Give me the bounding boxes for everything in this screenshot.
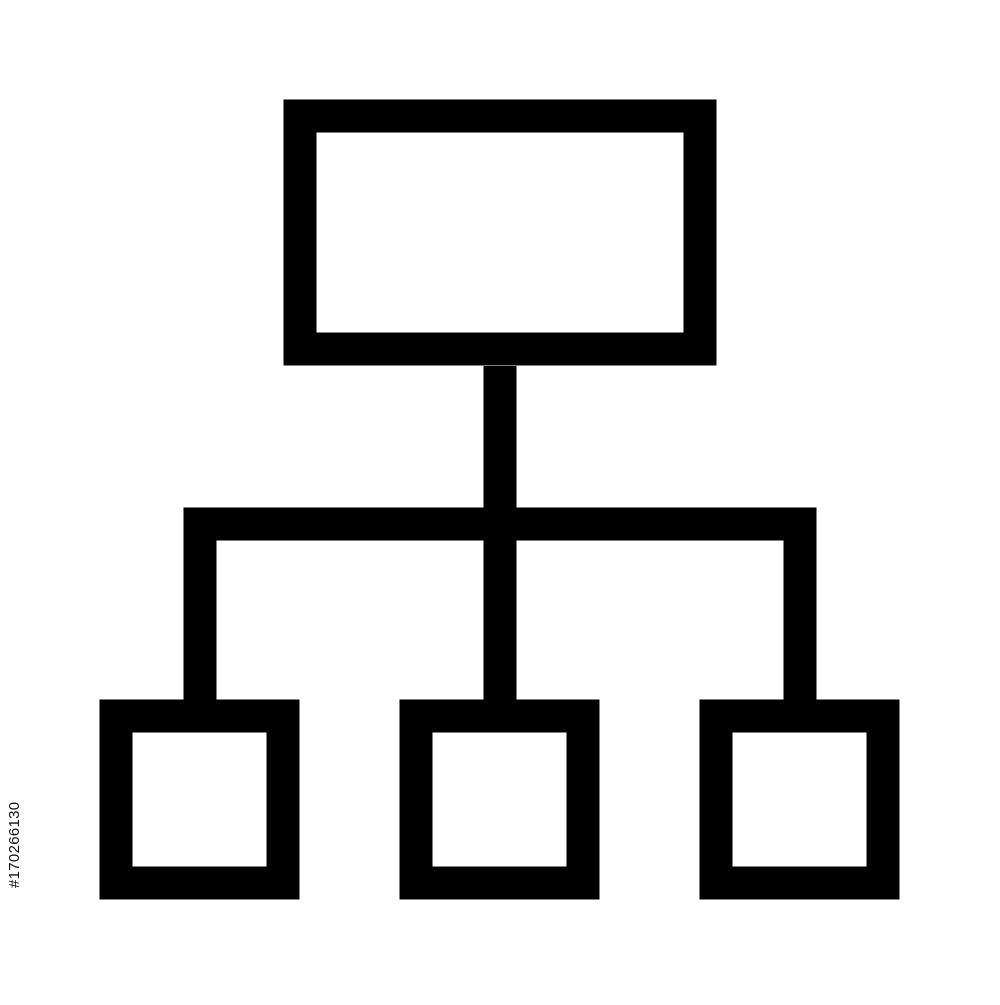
connectors bbox=[183, 366, 817, 700]
branch-connector bbox=[183, 507, 817, 700]
root-node bbox=[283, 99, 717, 366]
child-node-center bbox=[399, 699, 600, 900]
child-node-right bbox=[699, 699, 900, 900]
stock-id-watermark: #170266130 bbox=[6, 801, 23, 889]
child-node-left bbox=[99, 699, 300, 900]
nodes bbox=[99, 99, 900, 900]
